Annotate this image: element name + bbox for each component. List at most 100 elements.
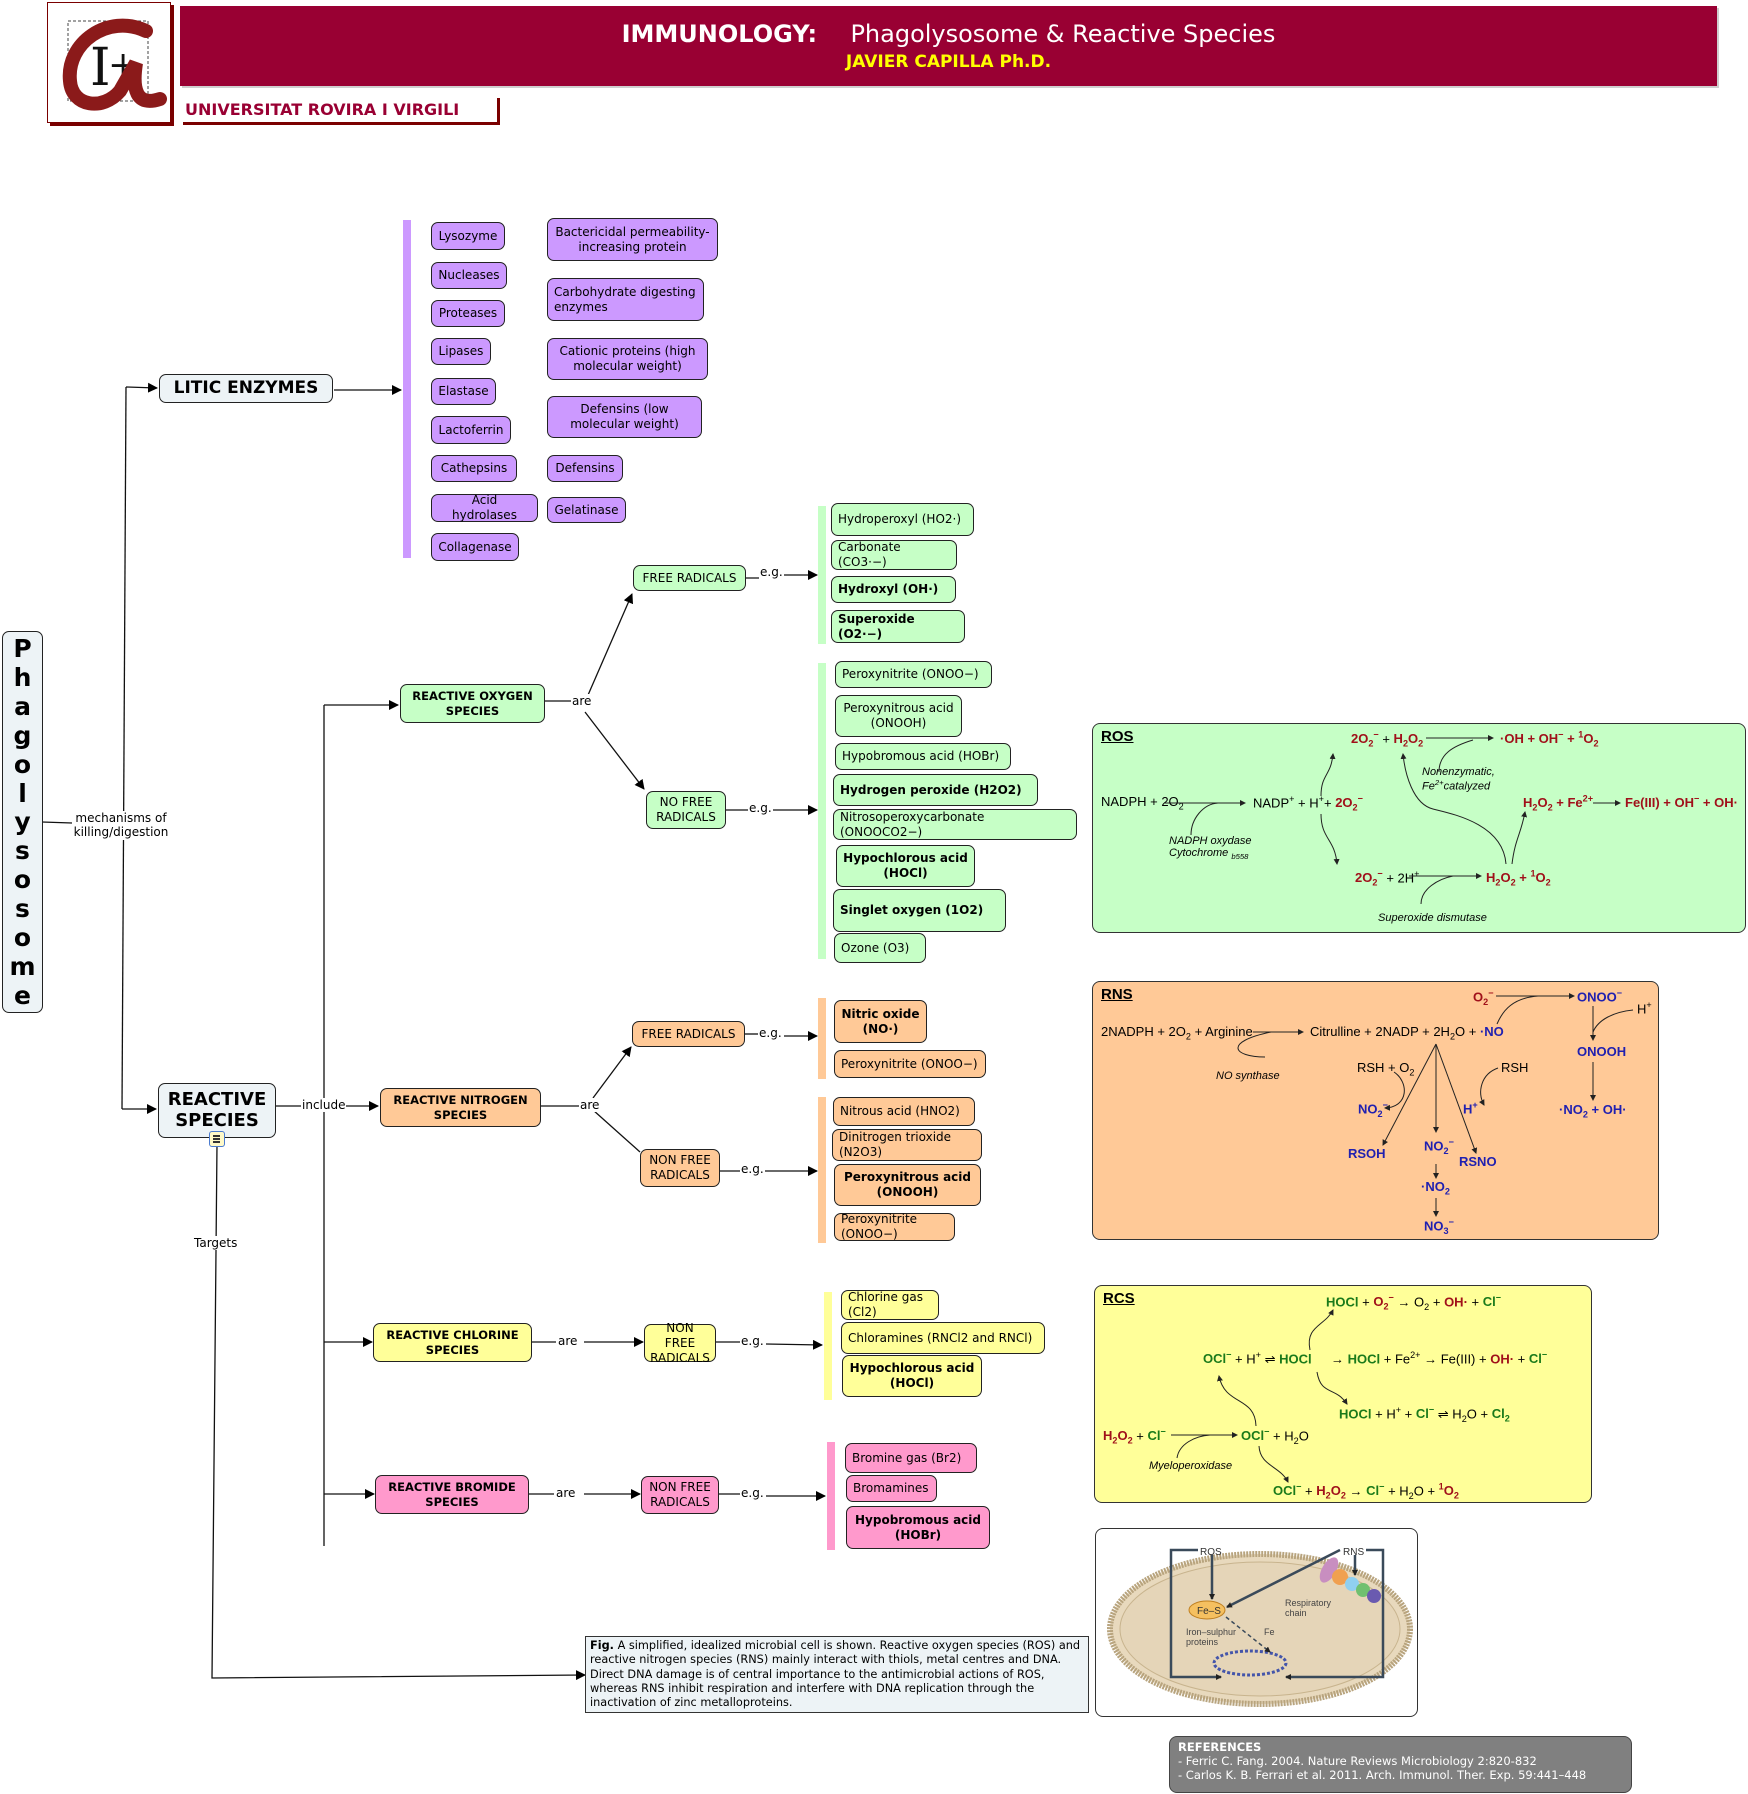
rcs-non-free-radical-item[interactable]: Chloramines (RNCl2 and RNCl) [841, 1322, 1045, 1354]
cell-label-ros: ROS [1200, 1547, 1222, 1558]
ros-eq-fenton: H2O2 + Fe2+ [1523, 794, 1594, 813]
litic-enzyme-item[interactable]: Lactoferrin [431, 416, 511, 444]
ros-free-radicals-node[interactable]: FREE RADICALS [633, 565, 746, 591]
logo-icon: I + [62, 18, 167, 111]
rbs-eg-label: e.g. [740, 1486, 765, 1501]
rns-rsh: RSH [1501, 1060, 1529, 1075]
phagolysosome-letter: y [14, 807, 31, 837]
phagolysosome-letter: g [13, 720, 32, 750]
targets-link-label: Targets [193, 1236, 239, 1251]
phagolysosome-letter: l [18, 778, 27, 808]
rbs-non-free-radical-item[interactable]: Bromine gas (Br2) [845, 1443, 977, 1473]
litic-bracket-bar [403, 220, 411, 558]
include-link-label: include [301, 1098, 347, 1113]
ros-are-label: are [571, 694, 593, 709]
ros-non-free-radical-item[interactable]: Ozone (O3) [834, 933, 926, 963]
ros-non-free-radical-item[interactable]: Nitrosoperoxycarbonate (ONOOCO2−) [833, 809, 1077, 840]
litic-enzyme-item[interactable]: Proteases [431, 300, 505, 327]
rcs-eq-singlet: OCl− + H2O2 → Cl− + H2O + 1O2 [1273, 1482, 1459, 1501]
rns-free-radicals-node[interactable]: FREE RADICALS [632, 1021, 745, 1047]
rcs-non-free-radical-item[interactable]: Chlorine gas (Cl2) [841, 1290, 939, 1320]
rns-no3: NO3− [1424, 1217, 1454, 1236]
litic-protein-item[interactable]: Defensins [547, 455, 623, 482]
rns-nofree-eg-label: e.g. [740, 1162, 765, 1177]
ros-free-radical-item[interactable]: Carbonate (CO3·−) [831, 540, 957, 570]
litic-protein-item[interactable]: Carbohydrate digesting enzymes [547, 278, 704, 321]
rns-no2-oh: ·NO2 + OH· [1559, 1102, 1627, 1120]
rcs-node[interactable]: REACTIVE CHLORINE SPECIES [373, 1323, 532, 1362]
rns-nofree-bar [818, 1097, 826, 1243]
rbs-non-free-radical-item[interactable]: Hypobromous acid (HOBr) [846, 1506, 990, 1549]
ros-non-free-radical-item[interactable]: Hypochlorous acid (HOCl) [836, 845, 975, 887]
ros-non-free-radical-item[interactable]: Peroxynitrous acid (ONOOH) [835, 695, 962, 737]
rns-free-radical-item[interactable]: Nitric oxide (NO·) [834, 1000, 927, 1043]
ros-free-radical-item[interactable]: Superoxide (O2·−) [831, 610, 965, 643]
rns-non-free-radical-item[interactable]: Dinitrogen trioxide (N2O3) [832, 1129, 982, 1161]
rns-h-plus-2: H+ [1637, 1000, 1652, 1017]
ros-node[interactable]: REACTIVE OXYGEN SPECIES [400, 684, 545, 723]
ros-enzyme-nonenzymatic: Nonenzymatic,Fe2+catalyzed [1422, 766, 1495, 793]
ros-free-radical-item[interactable]: Hydroperoxyl (HO2·) [831, 503, 974, 536]
rns-h-plus: H+ [1463, 1100, 1478, 1117]
rns-non-free-radical-item[interactable]: Peroxynitrous acid (ONOOH) [834, 1164, 981, 1206]
cell-figure: ROS RNS Fe–S Iron–sulphur proteins Fe Re… [1095, 1528, 1418, 1717]
rcs-eg-label: e.g. [740, 1334, 765, 1349]
litic-protein-item[interactable]: Bactericidal permeability-increasing pro… [547, 218, 718, 261]
rcs-non-free-radicals-node[interactable]: NON FREE RADICALS [644, 1321, 716, 1365]
rns-are-label: are [579, 1098, 601, 1113]
rns-free-radical-item[interactable]: Peroxynitrite (ONOO−) [834, 1050, 986, 1078]
litic-enzyme-item[interactable]: Lipases [431, 338, 491, 365]
rbs-node[interactable]: REACTIVE BROMIDE SPECIES [375, 1475, 529, 1514]
note-icon[interactable] [209, 1131, 225, 1147]
rns-onoo: ONOO− [1577, 988, 1623, 1005]
litic-protein-item[interactable]: Defensins (low molecular weight) [547, 396, 702, 438]
litic-enzyme-item[interactable]: Elastase [431, 378, 496, 405]
rbs-non-free-radical-item[interactable]: Bromamines [846, 1475, 937, 1502]
rcs-non-free-radical-item[interactable]: Hypochlorous acid (HOCl) [842, 1355, 982, 1397]
phagolysosome-letter: P [13, 634, 32, 663]
litic-protein-item[interactable]: Gelatinase [547, 497, 626, 523]
rns-non-free-radicals-node[interactable]: NON FREE RADICALS [640, 1149, 720, 1187]
cell-label-rns: RNS [1343, 1547, 1364, 1558]
rns-non-free-radical-item[interactable]: Peroxynitrite (ONOO−) [834, 1212, 955, 1241]
rcs-eq-mpo: H2O2 + Cl− [1103, 1427, 1166, 1446]
ros-non-free-radical-item[interactable]: Hypobromous acid (HOBr) [835, 743, 1011, 770]
reference-2[interactable]: - Carlos K. B. Ferrari et al. 2011. Arch… [1178, 1767, 1587, 1782]
phagolysosome-letter: h [13, 662, 32, 692]
litic-enzyme-item[interactable]: Cathepsins [431, 455, 517, 482]
microbial-cell-illustration: ROS RNS Fe–S Iron–sulphur proteins Fe Re… [1107, 1547, 1413, 1707]
rns-enzyme-nos: NO synthase [1216, 1070, 1280, 1082]
ros-eq-nadph: NADPH + 2O2 [1101, 794, 1184, 812]
reference-1[interactable]: - Ferric C. Fang. 2004. Nature Reviews M… [1178, 1753, 1537, 1768]
rns-free-bar [818, 998, 826, 1079]
rns-node[interactable]: REACTIVE NITROGEN SPECIES [380, 1088, 541, 1127]
ros-non-free-radical-item[interactable]: Singlet oxygen (1O2) [833, 889, 1006, 932]
ros-no-free-radicals-node[interactable]: NO FREE RADICALS [646, 791, 726, 829]
rns-eq-left: 2NADPH + 2O2 + Arginine [1101, 1024, 1253, 1042]
phagolysosome-letter: m [9, 951, 36, 981]
rbs-non-free-radicals-node[interactable]: NON FREE RADICALS [641, 1476, 719, 1514]
rns-eq-right: Citrulline + 2NADP + 2H2O + ·NO [1310, 1024, 1504, 1042]
rns-non-free-radical-item[interactable]: Nitrous acid (HNO2) [833, 1097, 975, 1126]
rns-superoxide: O2− [1473, 988, 1494, 1007]
litic-protein-item[interactable]: Cationic proteins (high molecular weight… [547, 338, 708, 380]
phagolysosome-letter: e [14, 980, 31, 1010]
litic-enzyme-item[interactable]: Collagenase [431, 533, 519, 561]
ros-free-radical-item[interactable]: Hydroxyl (OH·) [831, 576, 956, 603]
ros-panel-title: ROS [1101, 728, 1134, 745]
litic-enzyme-item[interactable]: Nucleases [431, 262, 507, 289]
figure-caption: Fig. A simplified, idealized microbial c… [585, 1636, 1089, 1713]
rns-panel-arrows [1237, 993, 1634, 1217]
ros-panel-arrows [1165, 735, 1621, 905]
ros-eq-nadp: NADP+ + H++ 2O2− [1253, 794, 1363, 813]
ros-non-free-radical-item[interactable]: Hydrogen peroxide (H2O2) [833, 774, 1038, 806]
litic-enzymes-node[interactable]: LITIC ENZYMES [159, 374, 333, 403]
ros-non-free-radical-item[interactable]: Peroxynitrite (ONOO−) [835, 661, 992, 688]
rcs-eq-chlorine: HOCl + H+ + Cl− ⇌ H2O + Cl2 [1339, 1405, 1510, 1424]
rbs-bar [827, 1442, 835, 1550]
reactive-species-node[interactable]: REACTIVE SPECIES [158, 1083, 276, 1138]
litic-enzyme-item[interactable]: Acid hydrolases [431, 493, 538, 522]
litic-enzyme-item[interactable]: Lysozyme [431, 222, 505, 250]
rns-rsoh: RSOH [1348, 1146, 1386, 1161]
